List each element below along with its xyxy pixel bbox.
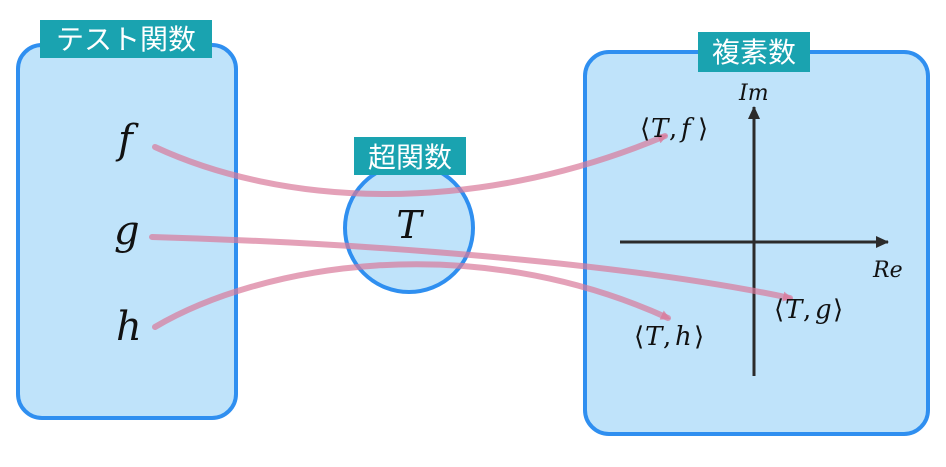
complex-numbers-label: 複素数 [712,36,796,69]
svg-text:g: g [815,295,832,325]
svg-text:T: T [785,295,804,325]
arrow-f [152,133,668,197]
hyperfunction-label: 超関数 [368,141,452,174]
pairing-T-h: ⟨ T , h ⟩ [634,322,704,352]
svg-text:⟩: ⟩ [694,322,704,352]
svg-text:T: T [651,114,670,144]
svg-text:⟨: ⟨ [634,322,644,352]
svg-text:h: h [675,322,692,352]
function-h: h [116,304,142,350]
function-g: g [114,208,140,254]
svg-text:,: , [669,114,677,144]
svg-text:⟨: ⟨ [640,114,650,144]
arrow-g [149,234,793,302]
svg-text:⟩: ⟩ [833,295,843,325]
svg-text:T: T [645,322,664,352]
real-axis-label: Re [872,258,903,283]
complex-numbers-label-bg [698,32,810,72]
svg-text:⟨: ⟨ [774,295,784,325]
pairing-T-f: ⟨ T , f ⟩ [640,114,708,144]
svg-text:,: , [803,295,811,325]
svg-text:,: , [663,322,671,352]
operator-symbol: T [396,203,424,247]
test-functions-label-bg [40,20,212,58]
hyperfunction-label-bg [354,137,466,175]
svg-text:⟩: ⟩ [698,114,708,144]
imaginary-axis-label: Im [738,81,769,106]
arrow-h [152,261,671,330]
pairing-T-g: ⟨ T , g ⟩ [774,295,843,325]
test-functions-label: テスト関数 [56,23,196,56]
